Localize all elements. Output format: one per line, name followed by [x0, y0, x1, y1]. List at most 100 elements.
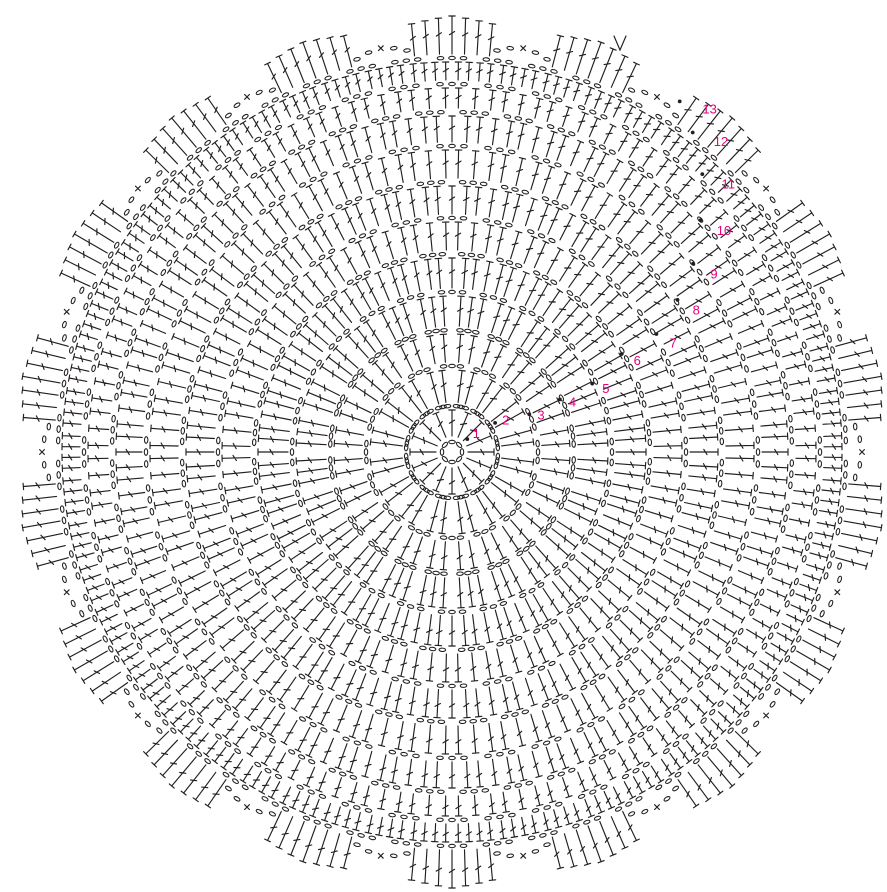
double-crochet-stitch [738, 247, 756, 261]
double-crochet-stitch [502, 458, 534, 466]
chain-stitch [440, 449, 443, 456]
chain-stitch [806, 282, 812, 289]
chain-stitch [185, 501, 190, 508]
double-crochet-stitch [557, 172, 571, 199]
double-crochet-stitch [227, 398, 255, 407]
chain-stitch [578, 105, 585, 111]
double-crochet-stitch [653, 471, 681, 478]
double-crochet-stitch [471, 653, 478, 681]
chain-stitch [538, 665, 545, 671]
chain-stitch [840, 391, 844, 398]
chain-stitch [775, 350, 780, 357]
chain-stitch [709, 188, 716, 195]
chain-stitch [394, 558, 401, 564]
chain-stitch [412, 84, 419, 88]
chain-stitch [628, 533, 634, 540]
chain-stitch [290, 438, 294, 445]
double-crochet-stitch [253, 660, 274, 683]
chain-stitch [149, 288, 155, 295]
double-crochet-stitch [304, 272, 324, 296]
double-crochet-stitch [747, 679, 763, 693]
double-crochet-stitch [202, 277, 227, 296]
double-crochet-stitch [347, 747, 358, 773]
double-crochet-stitch [223, 165, 238, 183]
chain-stitch [461, 82, 468, 86]
chain-stitch [264, 768, 271, 774]
chain-stitch [528, 64, 535, 69]
chain-stitch [609, 149, 616, 155]
chain-stitch [166, 259, 172, 266]
double-crochet-stitch [588, 342, 615, 361]
center-ring [440, 440, 463, 463]
chain-stitch [259, 208, 266, 215]
chain-stitch [542, 274, 549, 280]
double-crochet-stitch [62, 465, 80, 471]
double-crochet-stitch [157, 656, 175, 670]
chain-stitch [233, 711, 240, 718]
double-crochet-stitch [641, 698, 659, 721]
double-crochet-stitch [106, 563, 126, 572]
double-crochet-stitch [489, 687, 497, 715]
chain-stitch [359, 233, 366, 239]
double-crochet-stitch [744, 335, 770, 347]
double-crochet-stitch [629, 174, 647, 197]
chain-stitch [382, 263, 389, 268]
double-crochet-stitch [353, 674, 366, 701]
double-crochet-stitch [397, 65, 404, 83]
double-crochet-stitch [560, 576, 582, 601]
chain-stitch [827, 335, 832, 342]
chain-stitch [802, 555, 807, 562]
double-crochet-stitch [534, 636, 548, 663]
double-crochet-stitch [531, 714, 542, 742]
chain-stitch [218, 414, 222, 421]
double-crochet-stitch [687, 489, 715, 497]
double-crochet-stitch [395, 92, 402, 112]
double-crochet-stitch [155, 695, 171, 709]
double-crochet-stitch [809, 257, 841, 275]
double-crochet-stitch [536, 333, 558, 358]
double-crochet-stitch [759, 405, 785, 412]
scallop [225, 785, 352, 869]
chain-stitch [478, 413, 485, 420]
chain-stitch [505, 223, 512, 228]
chain-stitch [187, 511, 192, 518]
chain-stitch [342, 802, 349, 807]
chain-stitch [124, 622, 130, 629]
double-crochet-stitch [342, 289, 361, 316]
chain-stitch [828, 600, 834, 607]
double-crochet-stitch [95, 289, 113, 299]
chain-stitch [437, 144, 444, 148]
chain-stitch [588, 261, 595, 268]
round-number-label: 9 [710, 267, 717, 282]
double-crochet-stitch [425, 151, 432, 179]
double-crochet-stitch [334, 705, 348, 732]
chain-stitch [837, 334, 842, 341]
double-crochet-stitch [544, 813, 552, 831]
double-crochet-stitch [653, 426, 681, 433]
double-crochet-stitch [767, 589, 787, 600]
double-crochet-stitch [615, 425, 645, 432]
double-crochet-stitch [210, 176, 226, 193]
double-crochet-stitch [166, 542, 194, 554]
double-crochet-stitch [296, 458, 326, 465]
chain-stitch [522, 190, 529, 195]
double-crochet-stitch [547, 101, 556, 121]
double-crochet-stitch [64, 409, 82, 416]
double-crochet-stitch [303, 400, 333, 412]
chain-stitch [296, 784, 303, 790]
double-crochet-stitch [666, 721, 681, 739]
double-crochet-stitch [408, 724, 416, 752]
double-crochet-stitch [342, 588, 361, 615]
chain-stitch [180, 700, 187, 707]
double-crochet-stitch [462, 18, 468, 54]
chain-stitch [250, 265, 257, 272]
chain-stitch [624, 243, 631, 250]
double-crochet-stitch [316, 772, 326, 792]
double-crochet-stitch [203, 353, 230, 366]
chain-stitch [599, 754, 606, 760]
scallop [408, 16, 550, 62]
chain-stitch [589, 759, 596, 765]
double-crochet-stitch [532, 127, 542, 153]
chain-stitch [308, 759, 315, 765]
chain-stitch [375, 190, 382, 195]
